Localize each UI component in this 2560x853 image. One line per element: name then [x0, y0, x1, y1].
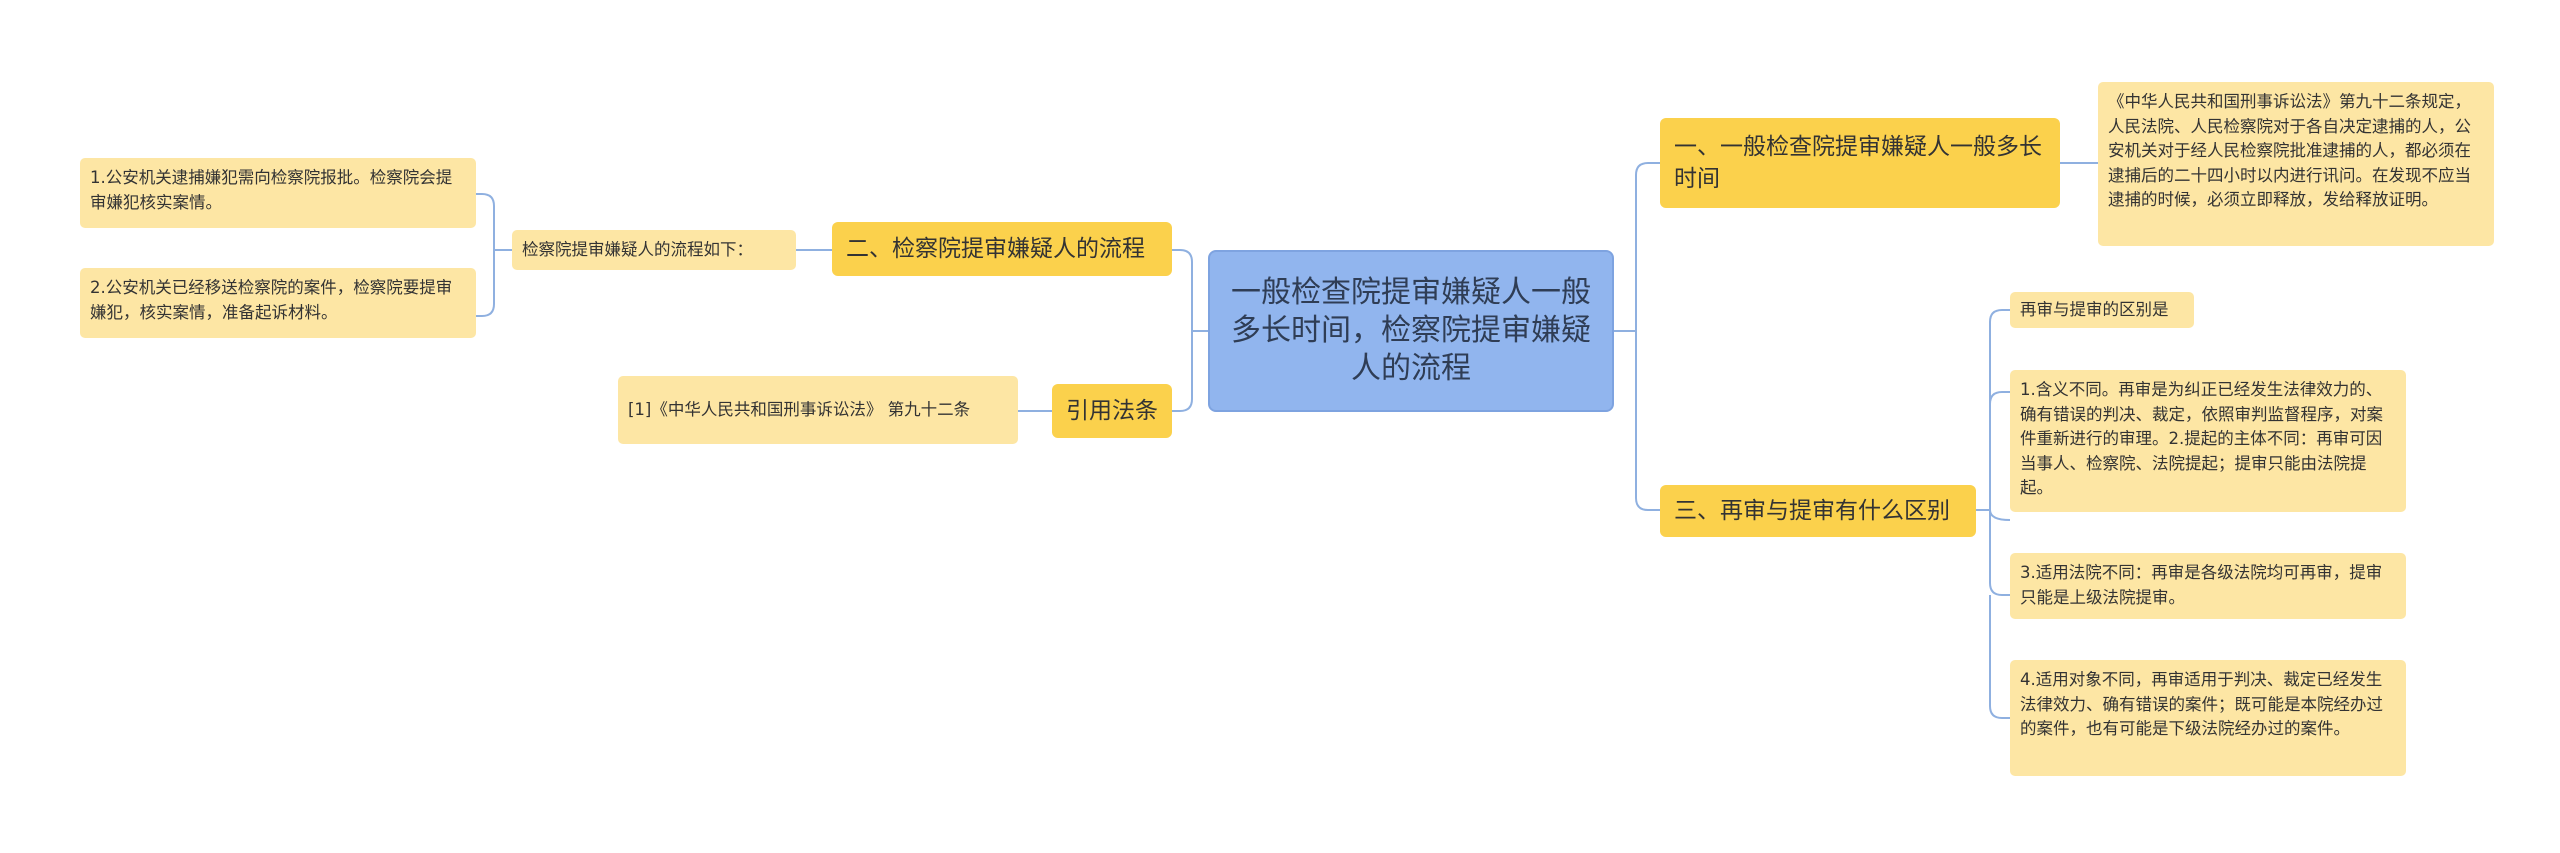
branch-detention-time[interactable]: 一、一般检查院提审嫌疑人一般多长时间 — [1660, 118, 2060, 208]
root-topic-text: 一般检查院提审嫌疑人一般多长时间，检察院提审嫌疑人的流程 — [1231, 275, 1591, 386]
branch-cited-law[interactable]: 引用法条 — [1052, 384, 1172, 438]
leaf-difference-meaning[interactable]: 1.含义不同。再审是为纠正已经发生法律效力的、确有错误的判决、裁定，依照审判监督… — [2010, 370, 2406, 512]
branch-retrial-difference[interactable]: 三、再审与提审有什么区别 — [1660, 485, 1976, 537]
leaf-difference-court[interactable]: 3.适用法院不同：再审是各级法院均可再审，提审只能是上级法院提审。 — [2010, 553, 2406, 619]
leaf-process-step-1[interactable]: 1.公安机关逮捕嫌犯需向检察院报批。检察院会提审嫌犯核实案情。 — [80, 158, 476, 228]
leaf-law-citation[interactable]: [1]《中华人民共和国刑事诉讼法》 第九十二条 — [618, 376, 1018, 444]
branch-interrogation-process[interactable]: 二、检察院提审嫌疑人的流程 — [832, 222, 1172, 276]
branch-detention-time-label: 一、一般检查院提审嫌疑人一般多长时间 — [1674, 134, 2042, 192]
leaf-process-step-1-text: 1.公安机关逮捕嫌犯需向检察院报批。检察院会提审嫌犯核实案情。 — [90, 168, 453, 212]
leaf-law-citation-text: [1]《中华人民共和国刑事诉讼法》 第九十二条 — [628, 399, 971, 419]
connector-intro-steps — [474, 193, 512, 317]
leaf-difference-court-text: 3.适用法院不同：再审是各级法院均可再审，提审只能是上级法院提审。 — [2020, 563, 2383, 607]
leaf-process-step-2-text: 2.公安机关已经移送检察院的案件，检察院要提审嫌犯，核实案情，准备起诉材料。 — [90, 278, 453, 322]
leaf-law-article-92[interactable]: 《中华人民共和国刑事诉讼法》第九十二条规定，人民法院、人民检察院对于各自决定逮捕… — [2098, 82, 2494, 246]
branch-interrogation-process-label: 二、检察院提审嫌疑人的流程 — [846, 236, 1145, 262]
connector-b4-fan — [1989, 309, 2011, 719]
leaf-difference-intro[interactable]: 再审与提审的区别是 — [2010, 292, 2194, 328]
connector-right-trunk — [1635, 162, 1660, 511]
leaf-law-article-92-text: 《中华人民共和国刑事诉讼法》第九十二条规定，人民法院、人民检察院对于各自决定逮捕… — [2108, 92, 2471, 209]
leaf-difference-meaning-text: 1.含义不同。再审是为纠正已经发生法律效力的、确有错误的判决、裁定，依照审判监督… — [2020, 380, 2383, 497]
leaf-process-intro[interactable]: 检察院提审嫌疑人的流程如下： — [512, 230, 796, 270]
leaf-difference-intro-text: 再审与提审的区别是 — [2020, 299, 2169, 319]
leaf-process-intro-text: 检察院提审嫌疑人的流程如下： — [522, 239, 753, 259]
connector-left-trunk — [1172, 249, 1193, 412]
root-topic[interactable]: 一般检查院提审嫌疑人一般多长时间，检察院提审嫌疑人的流程 — [1208, 250, 1614, 412]
leaf-process-step-2[interactable]: 2.公安机关已经移送检察院的案件，检察院要提审嫌犯，核实案情，准备起诉材料。 — [80, 268, 476, 338]
leaf-difference-object[interactable]: 4.适用对象不同，再审适用于判决、裁定已经发生法律效力、确有错误的案件；既可能是… — [2010, 660, 2406, 776]
branch-retrial-difference-label: 三、再审与提审有什么区别 — [1674, 498, 1950, 524]
leaf-difference-object-text: 4.适用对象不同，再审适用于判决、裁定已经发生法律效力、确有错误的案件；既可能是… — [2020, 670, 2383, 738]
branch-cited-law-label: 引用法条 — [1066, 398, 1158, 424]
